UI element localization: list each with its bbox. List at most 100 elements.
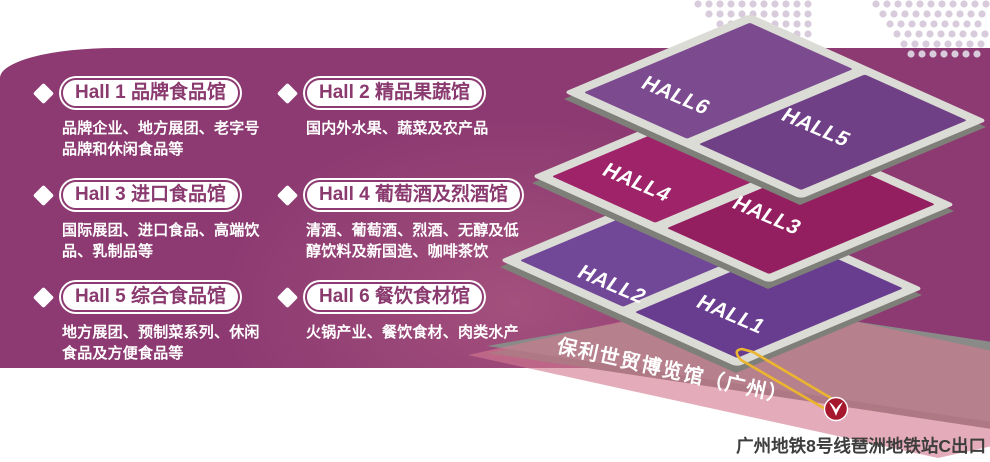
halftone-dot	[933, 40, 941, 48]
halftone-dot	[727, 0, 735, 8]
halftone-dots-top-right	[872, 0, 990, 58]
halftone-dot	[923, 10, 931, 18]
halftone-dot	[804, 10, 812, 18]
hall6-floor-area	[585, 23, 852, 139]
hall-item-1: Hall 1 品牌食品馆 品牌企业、地方展团、老字号品牌和休闲食品等	[32, 78, 280, 180]
hall-2-header: Hall 2 精品果蔬馆	[276, 78, 530, 108]
halftone-dot	[872, 0, 880, 8]
halftone-dot	[967, 10, 975, 18]
hall5-floor-area	[699, 74, 966, 190]
halftone-dot	[978, 10, 986, 18]
halftone-dot	[907, 50, 915, 58]
halftone-dot	[716, 20, 724, 28]
halftone-dot	[959, 30, 967, 38]
halftone-dot	[960, 0, 968, 8]
halftone-dot	[918, 50, 926, 58]
hall-item-5: Hall 5 综合食品馆 地方展团、预制菜系列、休闲食品及方便食品等	[32, 282, 280, 384]
halftone-dot	[716, 0, 724, 8]
base-pink-overlay	[468, 296, 990, 458]
halftone-dot	[890, 10, 898, 18]
halftone-dot	[705, 0, 713, 8]
halftone-dot	[727, 10, 735, 18]
halftone-dot	[944, 40, 952, 48]
halftone-dot	[971, 0, 979, 8]
halftone-dot	[956, 10, 964, 18]
halftone-dot	[938, 0, 946, 8]
halftone-dot	[927, 0, 935, 8]
halftone-dot	[922, 40, 930, 48]
halftone-dot	[970, 30, 978, 38]
halftone-dot	[897, 20, 905, 28]
hall-item-3: Hall 3 进口食品馆 国际展团、进口食品、高端饮品、乳制品等	[32, 180, 280, 282]
metro-exit-caption: 广州地铁8号线琶洲地铁站C出口	[736, 436, 986, 456]
halftone-dot	[908, 20, 916, 28]
halftone-dot	[904, 30, 912, 38]
hall-item-6: Hall 6 餐饮食材馆 火锅产业、餐饮食材、肉类水产	[276, 282, 530, 384]
hall-6-badge: Hall 6 餐饮食材馆	[305, 282, 484, 312]
halftone-dot	[883, 0, 891, 8]
halftone-dot	[782, 10, 790, 18]
halftone-dot	[804, 30, 812, 38]
halftone-dot	[905, 0, 913, 8]
halftone-dot	[963, 20, 971, 28]
halftone-dot	[951, 50, 959, 58]
metro-station-icon	[823, 396, 849, 422]
halftone-dot	[919, 20, 927, 28]
halftone-dot	[926, 30, 934, 38]
halftone-dot	[981, 30, 989, 38]
halftone-dot	[915, 30, 923, 38]
hall-6-description: 火锅产业、餐饮食材、肉类水产	[306, 324, 519, 341]
hall-3-description: 国际展团、进口食品、高端饮品、乳制品等	[62, 222, 260, 260]
halftone-dot	[916, 0, 924, 8]
hall-1-description: 品牌企业、地方展团、老字号品牌和休闲食品等	[62, 120, 260, 158]
hall3-floor-area	[667, 158, 934, 274]
hall-5-badge: Hall 5 综合食品馆	[61, 282, 240, 312]
hall-list: Hall 1 品牌食品馆 品牌企业、地方展团、老字号品牌和休闲食品等 Hall …	[32, 78, 536, 384]
halftone-dot	[929, 50, 937, 58]
halftone-dot	[949, 0, 957, 8]
halftone-dot	[782, 20, 790, 28]
halftone-dot	[793, 0, 801, 8]
halftone-dot	[793, 20, 801, 28]
hall-3-header: Hall 3 进口食品馆	[32, 180, 280, 210]
metro-route-path	[735, 347, 843, 412]
halftone-dot	[974, 20, 982, 28]
halftone-dot	[749, 0, 757, 8]
halftone-dot	[760, 0, 768, 8]
halftone-dot	[934, 10, 942, 18]
halftone-dot	[886, 20, 894, 28]
halftone-dot	[966, 40, 974, 48]
halftone-dot	[937, 30, 945, 38]
hall-2-badge: Hall 2 精品果蔬馆	[305, 78, 484, 108]
halftone-dot	[940, 50, 948, 58]
halftone-dot	[804, 20, 812, 28]
halftone-dot	[930, 20, 938, 28]
hall-4-header: Hall 4 葡萄酒及烈酒馆	[276, 180, 530, 210]
halftone-dot	[893, 30, 901, 38]
halftone-dot	[941, 20, 949, 28]
halftone-dot	[771, 10, 779, 18]
halftone-dot	[912, 10, 920, 18]
hall-3-badge: Hall 3 进口食品馆	[61, 180, 240, 210]
hall-2-description: 国内外水果、蔬菜及农产品	[306, 120, 489, 137]
halftone-dot	[738, 10, 746, 18]
halftone-dot	[694, 0, 702, 8]
halftone-dot	[771, 0, 779, 8]
halftone-dot	[955, 40, 963, 48]
halftone-dot	[945, 10, 953, 18]
halftone-dot	[716, 10, 724, 18]
halftone-dot	[782, 0, 790, 8]
halftone-dot	[973, 50, 981, 58]
halftone-dot	[894, 0, 902, 8]
halftone-dot	[760, 10, 768, 18]
hall1-floor-area	[635, 242, 902, 358]
halftone-dot	[900, 40, 908, 48]
halftone-dot	[804, 0, 812, 8]
hall-5-header: Hall 5 综合食品馆	[32, 282, 280, 312]
hall-5-description: 地方展团、预制菜系列、休闲食品及方便食品等	[62, 324, 260, 362]
halftone-dot	[962, 50, 970, 58]
hall-6-header: Hall 6 餐饮食材馆	[276, 282, 530, 312]
hall-item-2: Hall 2 精品果蔬馆 国内外水果、蔬菜及农产品	[276, 78, 530, 180]
